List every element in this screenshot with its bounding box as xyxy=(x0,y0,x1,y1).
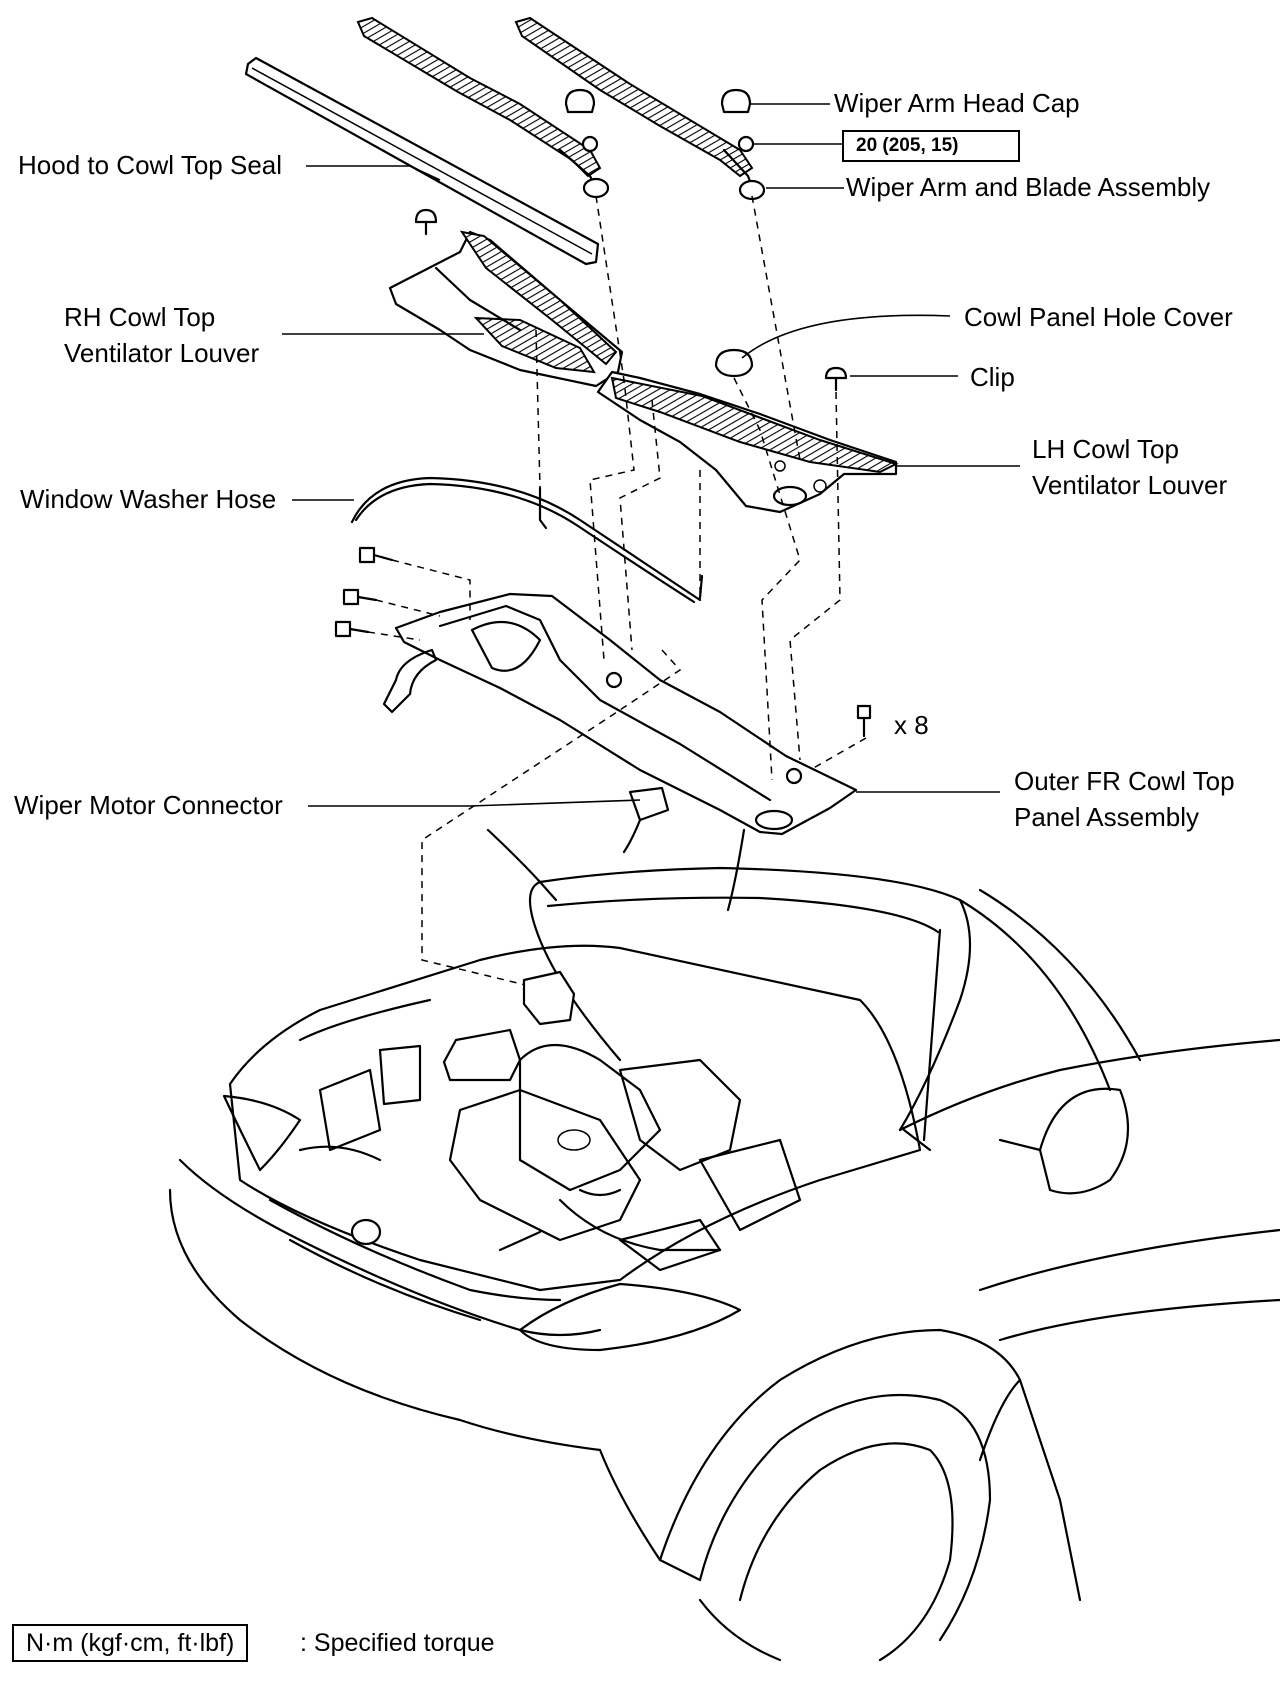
wiper-head-cap-left xyxy=(720,88,752,114)
label-cowl-hole-cover: Cowl Panel Hole Cover xyxy=(964,302,1233,332)
wiper-nut-right xyxy=(581,135,599,153)
label-washer-hose: Window Washer Hose xyxy=(20,484,277,514)
alignment-lines xyxy=(367,195,867,987)
vehicle-body xyxy=(168,828,1280,1662)
rh-cowl-louver xyxy=(388,230,624,388)
clip-rh xyxy=(414,208,438,224)
label-rh-louver-line2: Ventilator Louver xyxy=(64,338,260,368)
wiper-nut-left xyxy=(737,135,755,153)
torque-spec-box: 20 (205, 15) xyxy=(842,130,1020,162)
lh-cowl-louver xyxy=(596,370,899,514)
leader-lines xyxy=(282,103,1020,807)
wiper-arm-left xyxy=(514,16,766,201)
label-clip: Clip xyxy=(970,362,1015,392)
label-lh-louver-line1: LH Cowl Top xyxy=(1032,434,1179,464)
label-wiper-arm-head-cap: Wiper Arm Head Cap xyxy=(834,88,1080,118)
label-rh-louver-line1: RH Cowl Top xyxy=(64,302,216,332)
legend-unit-box: N·m (kgf·cm, ft·lbf) xyxy=(12,1624,249,1662)
clip-lh xyxy=(824,366,848,380)
bolt-x8 xyxy=(856,704,872,720)
label-outer-panel-line1: Outer FR Cowl Top xyxy=(1014,766,1235,796)
label-outer-panel-line2: Panel Assembly xyxy=(1014,802,1199,832)
wiper-motor-connector xyxy=(622,786,670,854)
legend-description: : Specified torque xyxy=(300,1629,495,1657)
label-bolt-count: x 8 xyxy=(894,710,929,740)
label-wiper-arm-blade-assembly: Wiper Arm and Blade Assembly xyxy=(846,172,1211,202)
label-lh-louver-line2: Ventilator Louver xyxy=(1032,470,1228,500)
label-wiper-motor-connector: Wiper Motor Connector xyxy=(14,790,283,820)
wiper-arm-right xyxy=(356,16,610,199)
wiper-head-cap-right xyxy=(564,88,596,114)
bolts-left xyxy=(334,546,394,638)
outer-cowl-panel xyxy=(382,592,858,836)
window-washer-hose xyxy=(350,476,702,602)
label-hood-cowl-seal: Hood to Cowl Top Seal xyxy=(18,150,283,180)
